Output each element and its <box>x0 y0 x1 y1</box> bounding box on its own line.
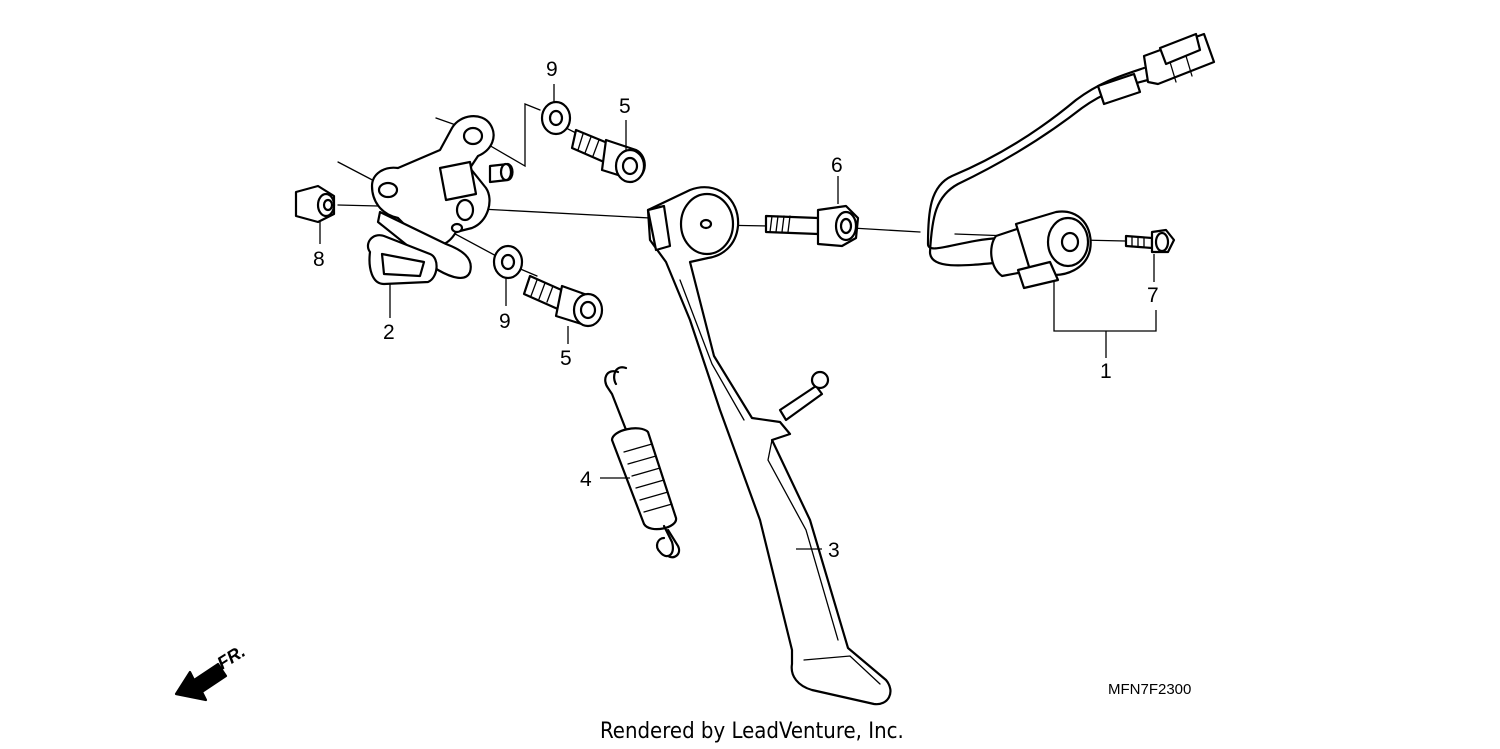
callout-2: 2 <box>383 321 395 344</box>
watermark-text: Rendered by LeadVenture, Inc. <box>600 719 904 744</box>
callout-3: 3 <box>828 539 840 562</box>
callout-5-upper: 5 <box>619 95 631 118</box>
socket-bolt-lower <box>522 274 604 328</box>
callout-leaders <box>319 84 1157 550</box>
sidestand <box>646 186 892 706</box>
callout-labels: 1 2 3 4 5 5 6 7 8 9 9 <box>313 58 1159 562</box>
sidestand-bracket <box>366 115 514 286</box>
callout-7: 7 <box>1147 284 1159 307</box>
callout-4: 4 <box>580 468 592 491</box>
switch-bolt <box>1124 228 1176 254</box>
callout-1: 1 <box>1100 360 1112 383</box>
return-spring <box>604 366 681 559</box>
callout-9-lower: 9 <box>499 310 511 333</box>
front-direction-arrow: FR. <box>174 641 249 702</box>
diagram-part-code: MFN7F2300 <box>1108 681 1191 698</box>
callout-6: 6 <box>831 154 843 177</box>
socket-bolt-upper <box>570 128 646 184</box>
pivot-bolt <box>764 204 860 248</box>
washer-upper <box>540 100 572 136</box>
flange-nut <box>294 184 336 224</box>
callout-9-upper: 9 <box>546 58 558 81</box>
callout-5-lower: 5 <box>560 347 572 370</box>
washer-lower <box>492 244 524 280</box>
sidestand-switch <box>926 32 1216 290</box>
callout-8: 8 <box>313 248 325 271</box>
